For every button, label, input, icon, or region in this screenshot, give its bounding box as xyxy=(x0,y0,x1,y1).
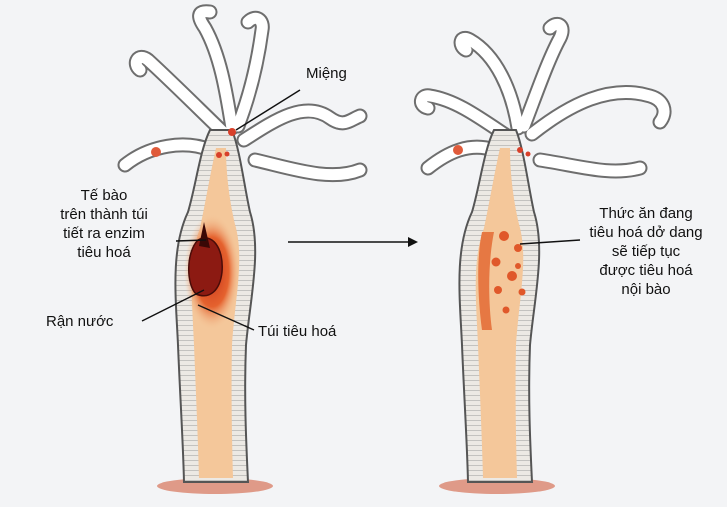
label-water-flea: Rận nước xyxy=(46,312,113,331)
label-mouth: Miệng xyxy=(306,64,347,83)
mouth-dot-right xyxy=(517,147,523,153)
label-enzyme-cells: Tế bào trên thành túi tiết ra enzim tiêu… xyxy=(28,186,180,262)
mouth-dot-left xyxy=(228,128,236,136)
label-digestive-sac: Túi tiêu hoá xyxy=(258,322,336,341)
label-intracellular-digestion: Thức ăn đang tiêu hoá dở dang sẽ tiếp tụ… xyxy=(576,204,716,299)
arrow-right-icon xyxy=(288,237,418,247)
